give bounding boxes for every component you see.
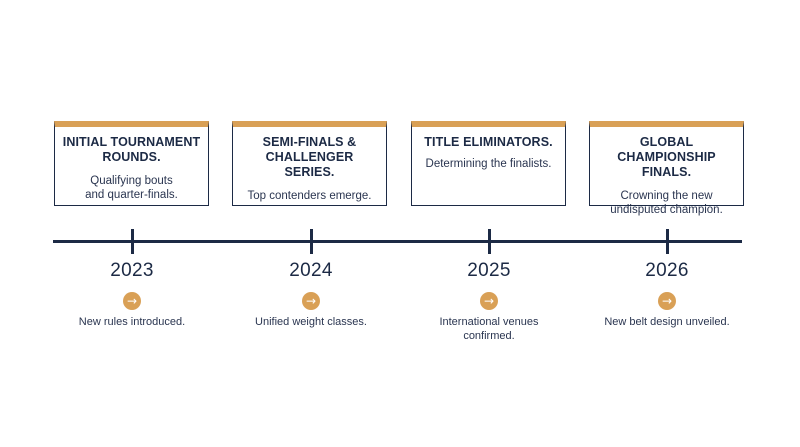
- event-description: Determining the finalists.: [425, 158, 552, 170]
- arrow-right-icon: →: [123, 292, 141, 310]
- arrow-right-icon: →: [480, 292, 498, 310]
- year-label: 2026: [645, 260, 689, 281]
- event-title: GLOBAL CHAMPIONSHIP FINALS.: [617, 135, 716, 179]
- milestone-note: International venues confirmed.: [439, 316, 539, 342]
- event-description: Crowning the new undisputed champion.: [610, 190, 723, 216]
- event-card-2023: INITIAL TOURNAMENT ROUNDS. Qualifying bo…: [54, 121, 209, 206]
- arrow-right-icon: →: [302, 292, 320, 310]
- event-description: Qualifying bouts and quarter-finals.: [85, 175, 178, 201]
- timeline-tick-2026: [666, 229, 669, 254]
- event-card-2026: GLOBAL CHAMPIONSHIP FINALS. Crowning the…: [589, 121, 744, 216]
- timeline-tick-2023: [131, 229, 134, 254]
- event-description: Top contenders emerge.: [247, 190, 372, 202]
- event-title: INITIAL TOURNAMENT ROUNDS.: [62, 135, 201, 164]
- arrow-right-icon: →: [658, 292, 676, 310]
- year-label: 2023: [110, 260, 154, 281]
- timeline-tick-2024: [310, 229, 313, 254]
- milestone-note: New belt design unveiled.: [604, 316, 730, 328]
- event-title: SEMI-FINALS & CHALLENGER SERIES.: [262, 135, 357, 179]
- event-card-2024: SEMI-FINALS & CHALLENGER SERIES. Top con…: [232, 121, 387, 206]
- milestone-note: New rules introduced.: [78, 316, 186, 328]
- timeline-axis: [53, 240, 742, 243]
- year-label: 2024: [289, 260, 333, 281]
- event-title: TITLE ELIMINATORS.: [424, 135, 553, 149]
- milestone-note: Unified weight classes.: [255, 316, 367, 328]
- timeline-tick-2025: [488, 229, 491, 254]
- event-card-2025: TITLE ELIMINATORS. Determining the final…: [411, 121, 566, 206]
- year-label: 2025: [467, 260, 511, 281]
